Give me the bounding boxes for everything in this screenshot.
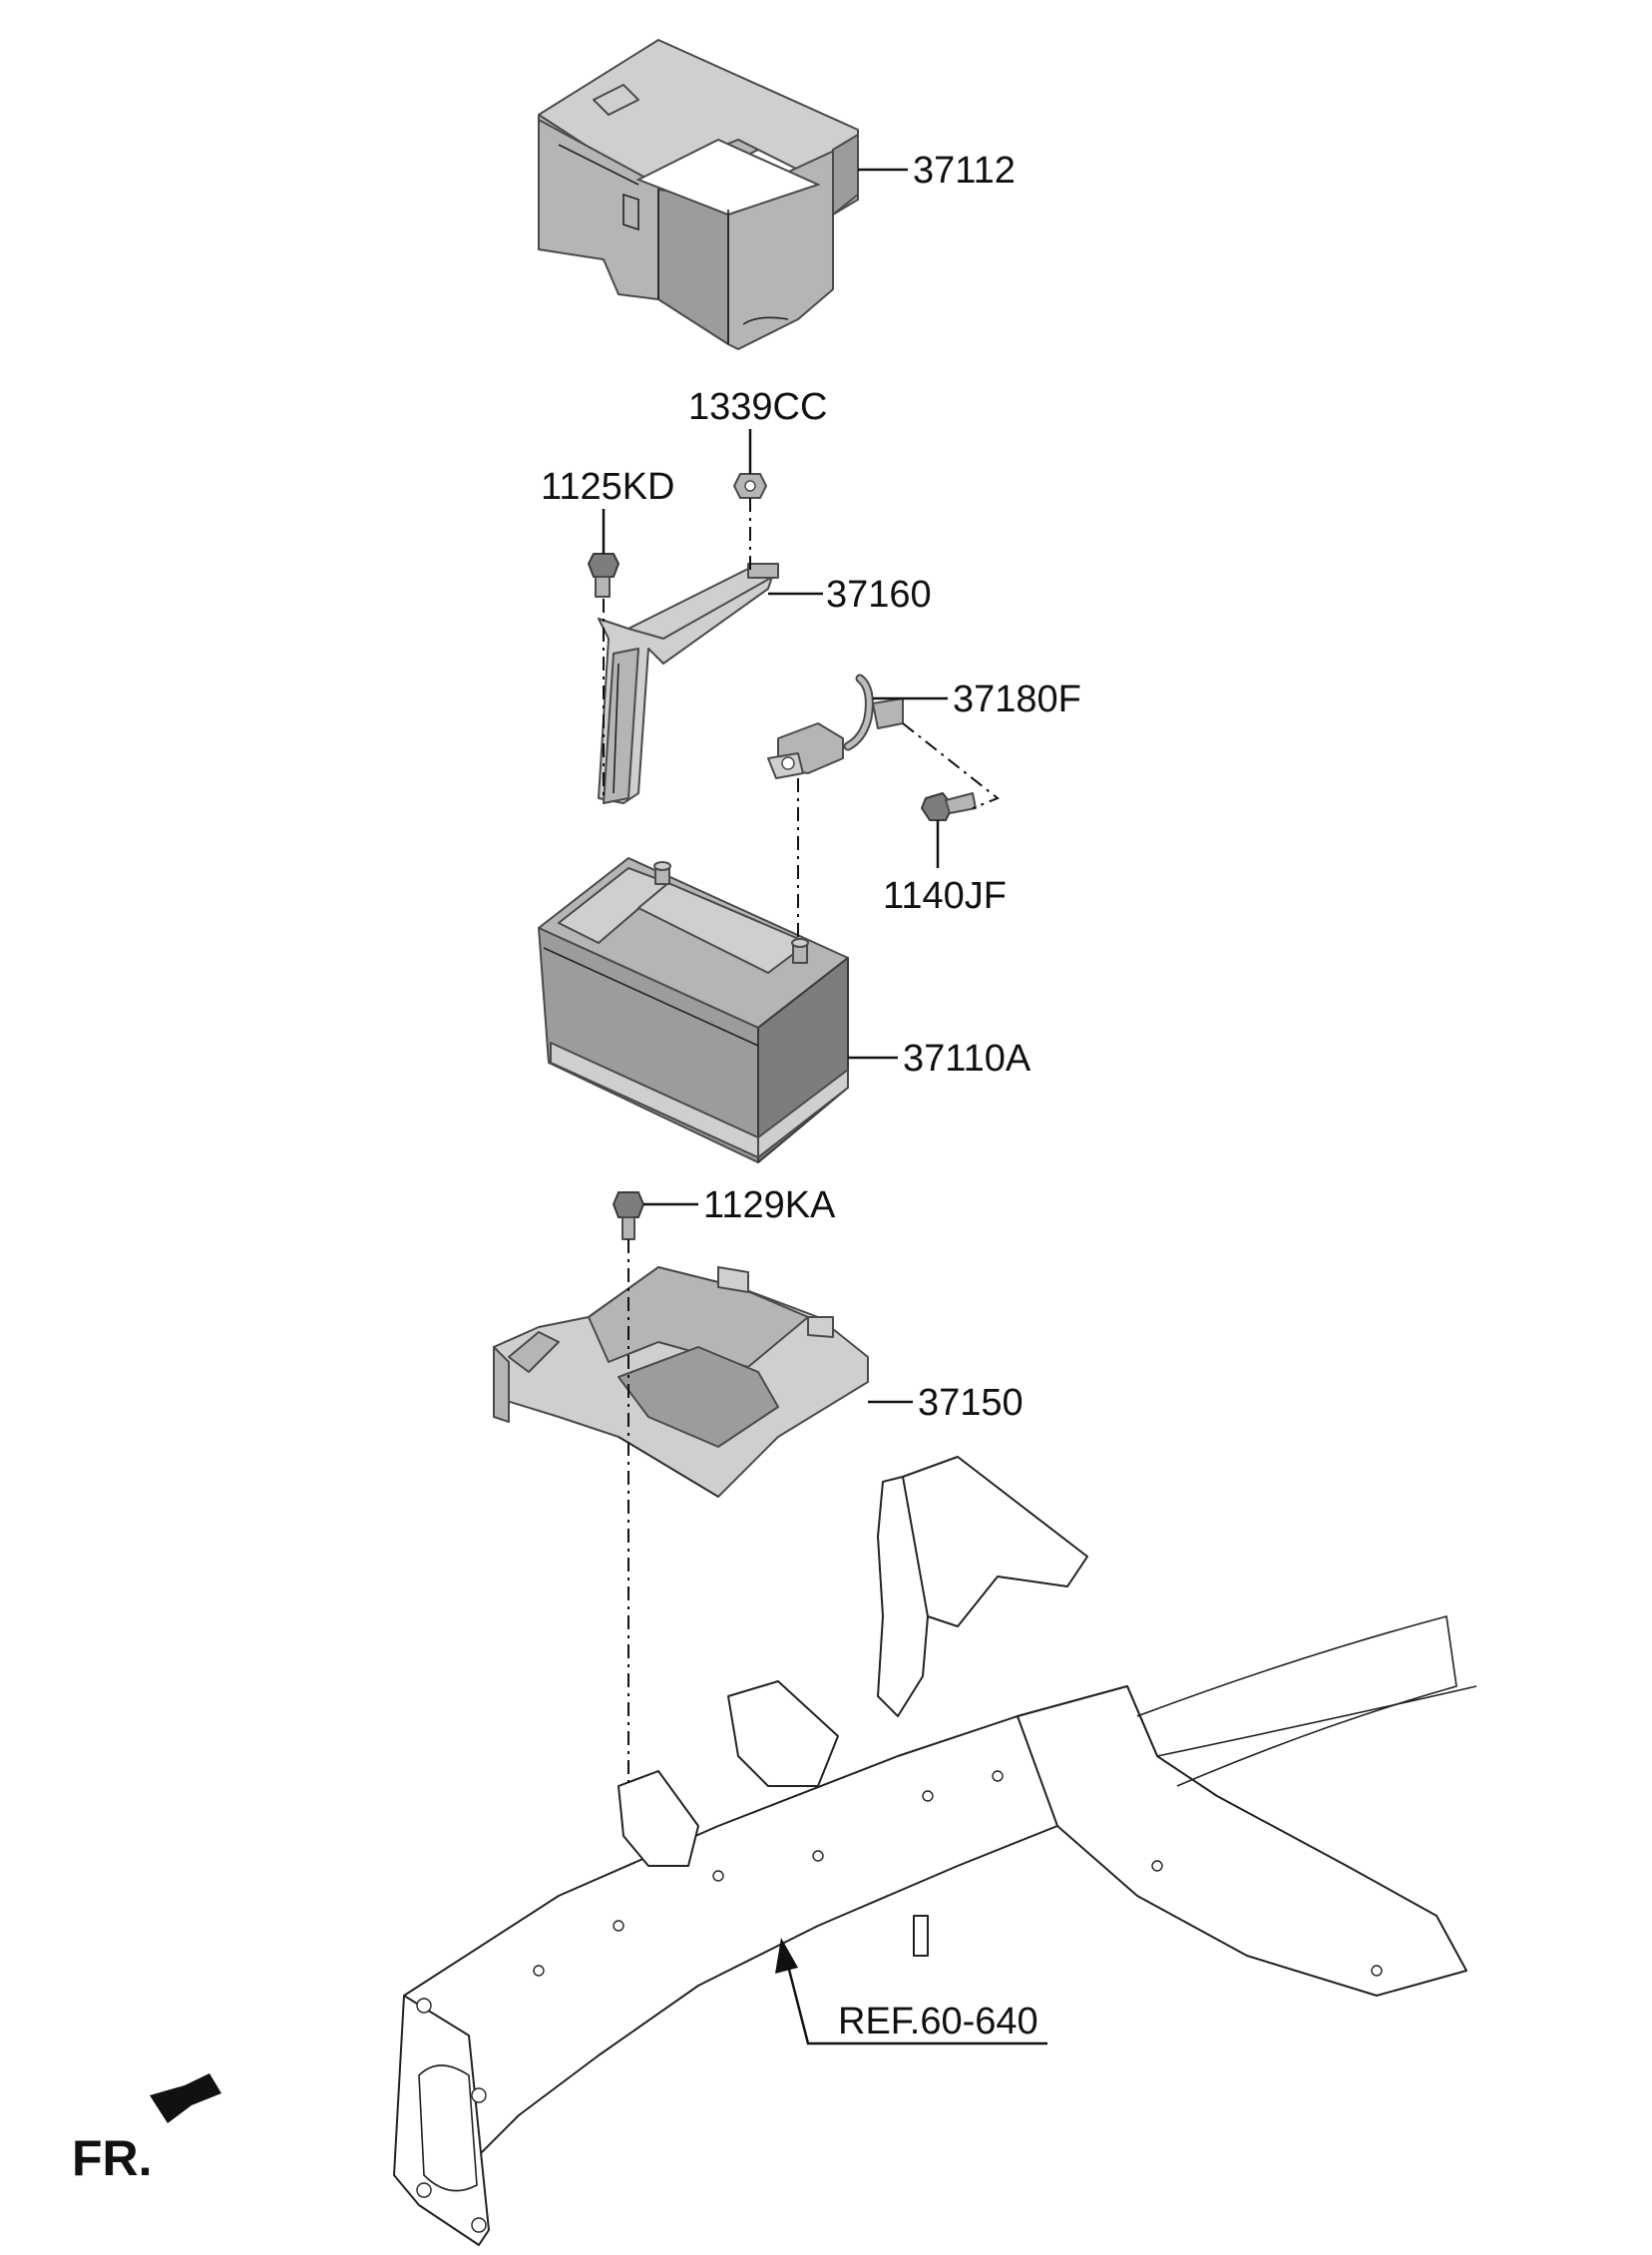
battery-cover-part — [538, 39, 859, 350]
leader-lines — [150, 168, 1047, 2123]
body-frame-reference — [393, 1456, 1477, 2246]
callout-1339cc: 1339CC — [688, 386, 827, 428]
bolt-1125kd — [588, 553, 620, 598]
battery-cable-part — [767, 674, 904, 779]
bolt-1140jf — [921, 792, 977, 821]
callout-37160: 37160 — [826, 574, 932, 616]
callout-ref-60-640: REF.60-640 — [838, 2001, 1038, 2042]
callout-1125kd: 1125KD — [541, 466, 675, 508]
callout-37150: 37150 — [918, 1382, 1024, 1424]
callout-37180f: 37180F — [953, 678, 1081, 720]
front-direction-label: FR. — [72, 2130, 153, 2186]
callout-37110a: 37110A — [903, 1038, 1032, 1080]
battery-part — [538, 857, 849, 1163]
callout-1140jf: 1140JF — [883, 875, 1007, 917]
callout-1129ka: 1129KA — [703, 1184, 836, 1226]
callout-labels: 37112 1339CC 1125KD 37160 37180F 1140JF … — [72, 150, 1081, 2186]
nut-1339cc — [733, 473, 767, 499]
callout-37112: 37112 — [913, 150, 1016, 192]
bolt-1129ka — [613, 1191, 644, 1240]
front-direction-arrow-icon — [150, 2073, 221, 2123]
battery-bracket-part — [598, 563, 779, 804]
battery-tray-part — [493, 1266, 869, 1498]
